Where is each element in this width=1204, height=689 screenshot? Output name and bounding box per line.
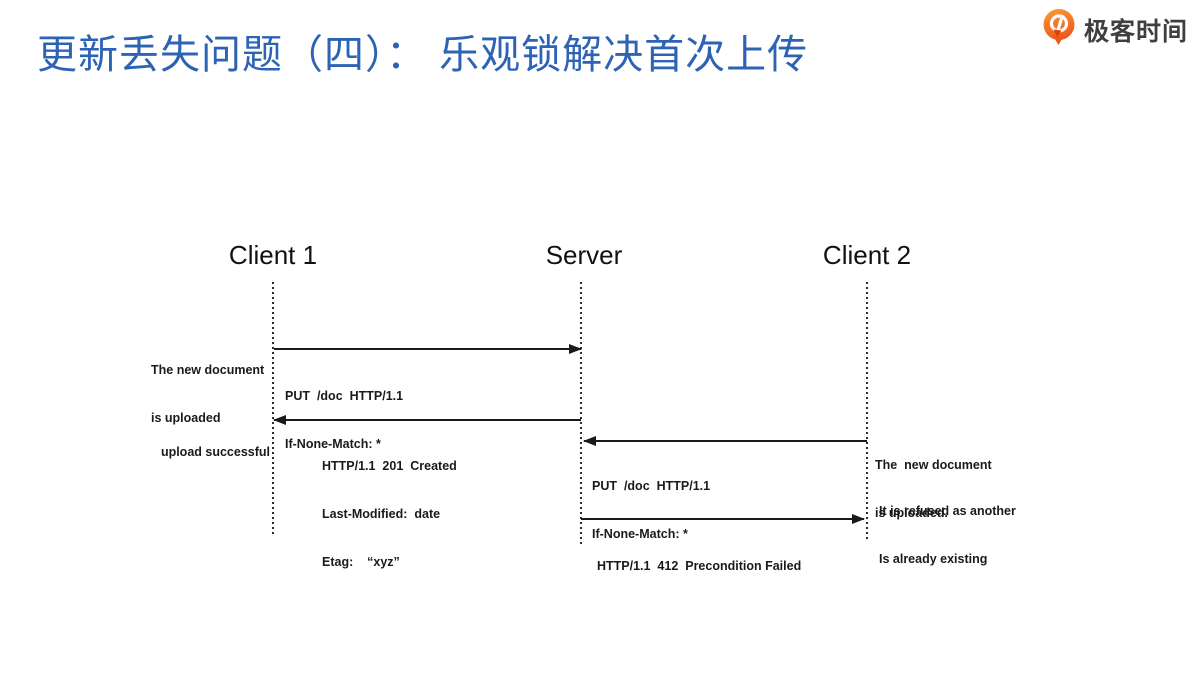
lifeline-server [580, 282, 582, 544]
actor-client2-label: Client 2 [822, 240, 912, 270]
message-line: HTTP/1.1 201 Created [322, 459, 457, 473]
message-line: Etag: “xyz” [322, 555, 400, 569]
message-412-failed-label: HTTP/1.1 412 Precondition Failed [597, 526, 801, 606]
message-201-created-label: HTTP/1.1 201 Created Last-Modified: date… [322, 426, 457, 602]
geektime-logo-icon [1041, 8, 1077, 51]
arrow-server-to-client1 [273, 415, 581, 425]
annotation-line: The new document [875, 458, 992, 472]
annotation-line: Is already existing [879, 552, 988, 566]
message-put1-label: PUT /doc HTTP/1.1 If-None-Match: * [285, 356, 403, 484]
arrow-client2-to-server [583, 436, 867, 446]
annotation-line: is uploaded. [875, 506, 948, 520]
annotation-line: It is refused as another [879, 504, 1016, 518]
message-line: If-None-Match: * [592, 527, 688, 541]
message-put2-label: PUT /doc HTTP/1.1 If-None-Match: * [592, 446, 710, 574]
lifeline-client2 [866, 282, 868, 540]
message-line: HTTP/1.1 412 Precondition Failed [597, 559, 802, 573]
actor-server-label: Server [545, 240, 623, 270]
geektime-logo: 极客时间 [1041, 8, 1188, 51]
message-line: PUT /doc HTTP/1.1 [285, 389, 404, 403]
annotation-line: upload successful [160, 445, 270, 459]
lifeline-client1 [272, 282, 274, 537]
arrow-client1-to-server [274, 344, 582, 354]
page-title: 更新丢失问题（四）： 乐观锁解决首次上传 [37, 33, 809, 77]
annotation-client1-upload: The new document is uploaded [151, 330, 264, 458]
annotation-line: is uploaded [151, 411, 221, 425]
message-line: PUT /doc HTTP/1.1 [592, 479, 711, 493]
geektime-logo-text: 极客时间 [1083, 17, 1188, 46]
annotation-client2-upload: The new document is uploaded. [875, 425, 992, 553]
message-line: If-None-Match: * [285, 437, 381, 451]
annotation-client2-refused: It is refused as another Is already exis… [879, 471, 1016, 599]
annotation-line: The new document [151, 363, 265, 377]
arrow-server-to-client2 [581, 514, 865, 524]
actor-client1-label: Client 1 [228, 240, 318, 270]
message-line: Last-Modified: date [322, 507, 441, 521]
annotation-upload-successful: upload successful [140, 412, 270, 492]
